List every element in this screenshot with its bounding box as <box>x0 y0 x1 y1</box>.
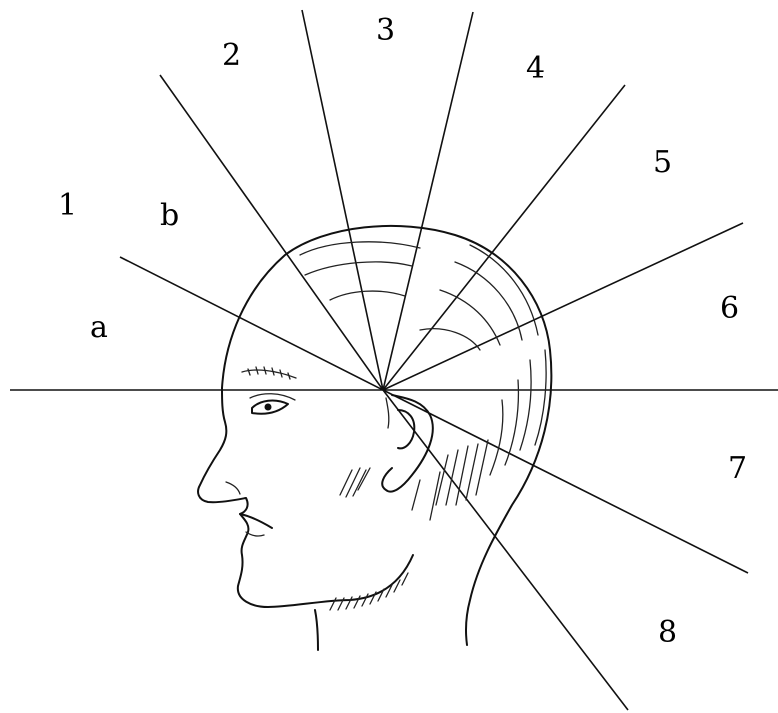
ear <box>382 395 433 492</box>
eyelid <box>250 394 295 400</box>
sector-rays <box>120 10 748 710</box>
nostril <box>226 482 240 494</box>
label-sector-4: 4 <box>526 51 545 86</box>
label-sector-3: 3 <box>376 13 395 48</box>
label-sector-1: 1 <box>58 188 77 223</box>
eyebrow-hatch <box>248 367 290 379</box>
hair-strokes <box>300 242 546 475</box>
label-sector-8: 8 <box>658 615 677 650</box>
eye-pupil <box>265 404 272 411</box>
label-sector-2: 2 <box>222 38 241 73</box>
ear-inner <box>398 410 414 448</box>
sector-labels: 1 2 3 4 5 6 7 8 a b <box>58 13 747 650</box>
cheek-shading <box>340 468 370 497</box>
ray-8-below <box>383 390 628 710</box>
jaw-hatching <box>330 573 408 610</box>
neck-line <box>315 610 318 650</box>
label-sector-6: 6 <box>720 291 739 326</box>
label-sector-7: 7 <box>728 451 747 486</box>
label-sub-b: b <box>160 198 179 233</box>
head-profile <box>198 226 551 650</box>
ray-5-6 <box>383 223 743 390</box>
label-sector-5: 5 <box>653 145 672 180</box>
neck-hatching <box>412 440 488 520</box>
face-profile <box>198 388 413 607</box>
ear-tragus <box>386 398 389 428</box>
skull-outline <box>222 226 551 645</box>
label-sub-a: a <box>90 310 108 345</box>
